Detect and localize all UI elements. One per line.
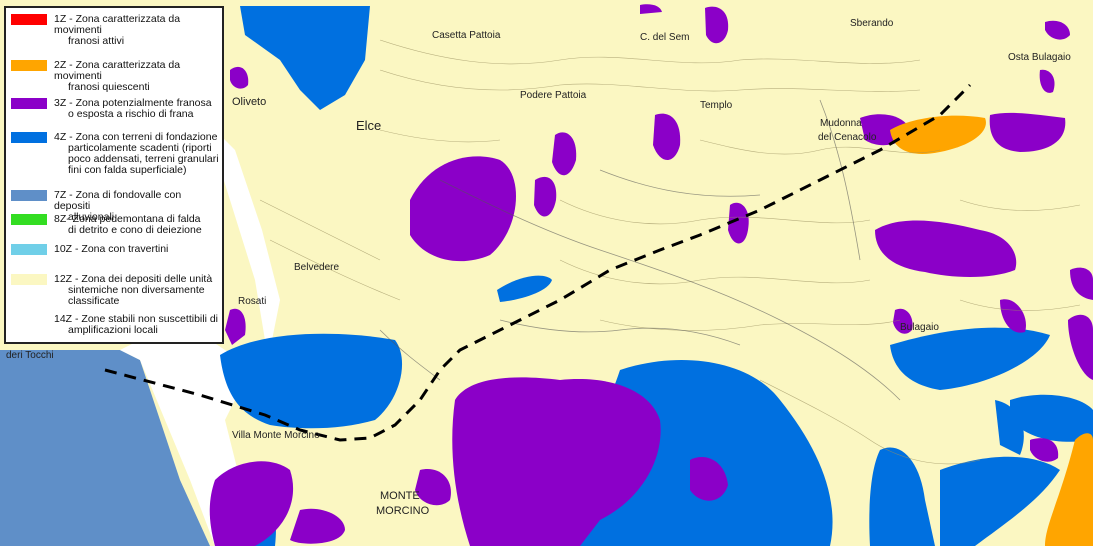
legend-label-12z: 12Z - Zona dei depositi delle unità — [54, 273, 213, 285]
zone-3z-left — [410, 156, 517, 262]
legend-label-7z: 7Z - Zona di fondovalle con depositi — [54, 189, 182, 212]
place-belvedere: Belvedere — [294, 262, 340, 273]
zone-3z-small-9 — [1070, 267, 1093, 300]
legend-label-8z: 8Z- Zona pedemontana di falda — [54, 213, 201, 225]
zone-3z-bottom-left — [209, 461, 294, 546]
place-rosati: Rosati — [238, 296, 267, 307]
zone-3z-small-11 — [1039, 69, 1055, 93]
place-casetta-pattoia: Casetta Pattoia — [432, 30, 501, 41]
zone-4z-small — [497, 275, 552, 302]
legend-label-2z: 2Z - Zona caratterizzata da movimenti — [54, 59, 181, 82]
place-podere-pattoia: Podere Pattoia — [520, 90, 587, 101]
zone-2z-right — [1045, 433, 1093, 546]
zone-7z-valley — [0, 350, 210, 546]
contour-lines — [259, 39, 1081, 465]
place-morcino: MORCINO — [376, 505, 430, 517]
legend-label-2z-line2: franosi quiescenti — [68, 81, 150, 93]
legend-label-14z-line2: amplificazioni locali — [68, 324, 158, 336]
place-villa-monte-morcino: Villa Monte Morcino — [232, 430, 320, 441]
place-elce: Elce — [356, 118, 382, 133]
legend-label-3z: 3Z - Zona potenzialmente franosa — [54, 97, 212, 109]
legend-label-1z-line2: franosi attivi — [68, 35, 125, 47]
zone-14z-strip — [120, 120, 280, 546]
legend-swatch-7z — [11, 190, 47, 201]
legend-swatch-8z — [11, 214, 47, 225]
zone-3z-small-7 — [893, 308, 913, 334]
zone-3z-small-15 — [1030, 438, 1059, 462]
zone-3z-right — [875, 220, 1017, 277]
legend-swatch-4z — [11, 132, 47, 143]
zone-4z-br2 — [940, 456, 1060, 546]
legend-label-4z-line2: particolamente scadenti (riporti poco ad… — [68, 142, 219, 176]
legend-label-3z-line2: o esposta a rischio di frana — [68, 108, 194, 120]
zone-3z-small-1 — [552, 132, 577, 176]
zone-3z-small-5 — [690, 457, 728, 501]
zone-4z-bottom-right — [869, 447, 935, 546]
legend-swatch-3z — [11, 98, 47, 109]
legend-label-10z: 10Z - Zona con travertini — [54, 243, 169, 255]
legend-swatch-12z — [11, 274, 47, 285]
legend-label-7z-line2: alluvionali — [68, 211, 115, 223]
place-sberando: Sberando — [850, 18, 894, 29]
zone-3z-small-4 — [728, 202, 749, 244]
zone-3z-small-6 — [1068, 314, 1093, 380]
zone-3z-bottom-small — [290, 508, 345, 544]
zone-3z-small-3 — [653, 113, 681, 160]
zone-3z-small-2 — [534, 176, 557, 217]
zone-3z-center-big — [452, 377, 661, 546]
zone-4z-left-mid — [220, 333, 403, 429]
legend-label-14z: 14Z - Zone stabili non suscettibili di — [54, 313, 218, 325]
section-trace-line — [104, 83, 972, 442]
place-templo: Templo — [700, 100, 733, 111]
place-oliveto: Oliveto — [232, 96, 267, 108]
zone-4z-tr — [995, 400, 1024, 455]
zone-3z-small-8 — [1000, 299, 1026, 333]
legend-swatch-2z — [11, 60, 47, 71]
legend-swatch-10z — [11, 244, 47, 255]
legend-swatch-1z — [11, 14, 47, 25]
place-c-del-sem: C. del Sem — [640, 32, 690, 43]
zone-4z-small2 — [705, 6, 729, 44]
legend-label-12z-line2: sintemiche non diversamente classificate — [68, 284, 205, 307]
zone-3z-small-14 — [225, 308, 246, 345]
place-monte: MONTE — [380, 490, 420, 502]
legend-swatch-14z — [11, 314, 47, 325]
place-bulagaio: Osta Bulagaio — [1008, 52, 1071, 63]
legend-label-8z-line2: di detrito e cono di deiezione — [68, 224, 202, 236]
zone-3z-small-13 — [230, 66, 249, 89]
zone-3z-bottom-2 — [415, 469, 451, 506]
place-tocchi: deri Tocchi — [6, 350, 54, 361]
place-mudonna: Mudonna — [820, 118, 862, 129]
zone-4z-right-mid — [890, 327, 1050, 390]
zone-4z-top — [240, 6, 370, 110]
zone-4z-right-edge — [1010, 394, 1093, 442]
place-bulagaio-2: Bulagaio — [900, 322, 939, 333]
road-lines — [379, 99, 901, 401]
zone-3z-small-10 — [1045, 20, 1070, 40]
legend-label-4z: 4Z - Zona con terreni di fondazione — [54, 131, 218, 143]
place-cenacolo: del Cenacolo — [818, 132, 877, 143]
zone-3z-small-12 — [640, 4, 662, 14]
zone-2z-top — [890, 115, 986, 154]
zone-3z-topright — [989, 112, 1066, 152]
legend-label-1z: 1Z - Zona caratterizzata da movimenti — [54, 13, 181, 36]
